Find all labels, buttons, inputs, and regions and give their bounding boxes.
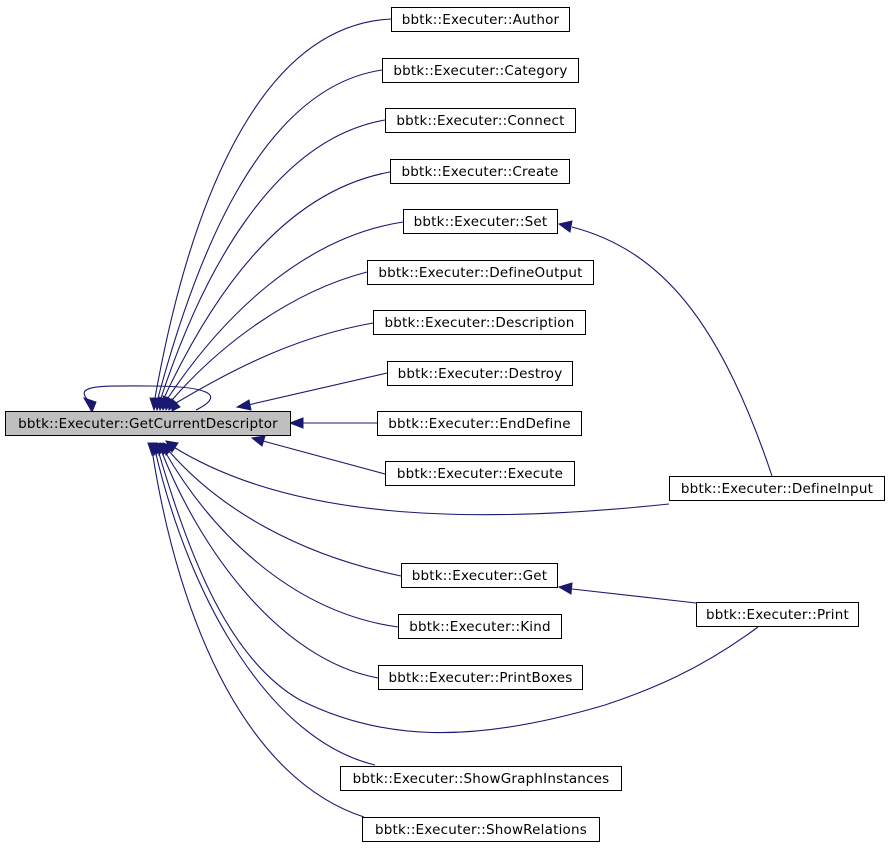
edge-execute-to-root bbox=[262, 440, 386, 475]
edge-author-to-root bbox=[154, 18, 392, 399]
edge-defineoutput-to-root bbox=[171, 271, 368, 401]
edge-create-to-root bbox=[163, 171, 391, 399]
node-print[interactable]: bbtk::Executer::Print bbox=[696, 602, 859, 627]
node-defineinput[interactable]: bbtk::Executer::DefineInput bbox=[669, 476, 885, 501]
edge-set-to-root bbox=[167, 221, 404, 399]
arrowhead-print-get bbox=[557, 582, 573, 595]
node-category[interactable]: bbtk::Executer::Category bbox=[382, 58, 579, 83]
node-getcurrentdescriptor[interactable]: bbtk::Executer::GetCurrentDescriptor bbox=[5, 411, 291, 436]
edge-printboxes-to-root bbox=[160, 449, 379, 679]
edge-print-to-root bbox=[157, 449, 759, 734]
node-showgraphinstances[interactable]: bbtk::Executer::ShowGraphInstances bbox=[340, 766, 622, 791]
node-defineoutput[interactable]: bbtk::Executer::DefineOutput bbox=[367, 260, 594, 285]
edge-showgraphinstances-to-root bbox=[154, 449, 376, 766]
edge-destroy-to-root bbox=[247, 372, 388, 406]
arrowhead-enddefine bbox=[288, 417, 304, 429]
edge-category-to-root bbox=[157, 69, 383, 399]
edge-print-to-get bbox=[571, 588, 697, 604]
arrowhead-execute bbox=[250, 435, 266, 447]
edge-root-self-loop bbox=[83, 385, 212, 411]
arrowhead-showrelations bbox=[147, 442, 158, 457]
arrowhead-self-loop bbox=[82, 397, 97, 414]
arrowhead-description bbox=[171, 397, 181, 412]
edge-connect-to-root bbox=[160, 119, 386, 399]
edge-defineinput-to-set bbox=[571, 226, 773, 477]
edge-kind-to-root bbox=[163, 449, 399, 628]
node-enddefine[interactable]: bbtk::Executer::EndDefine bbox=[377, 411, 582, 436]
node-get[interactable]: bbtk::Executer::Get bbox=[401, 563, 558, 588]
node-connect[interactable]: bbtk::Executer::Connect bbox=[385, 108, 576, 133]
node-create[interactable]: bbtk::Executer::Create bbox=[390, 159, 570, 184]
node-showrelations[interactable]: bbtk::Executer::ShowRelations bbox=[362, 817, 600, 842]
edge-showrelations-to-root bbox=[151, 449, 365, 818]
edge-get-to-root bbox=[167, 449, 402, 577]
arrowhead-destroy bbox=[235, 399, 252, 411]
node-author[interactable]: bbtk::Executer::Author bbox=[391, 7, 570, 32]
node-kind[interactable]: bbtk::Executer::Kind bbox=[398, 614, 562, 639]
arrowhead-defineinput-set bbox=[557, 220, 573, 233]
edge-description-to-root bbox=[175, 322, 374, 404]
node-printboxes[interactable]: bbtk::Executer::PrintBoxes bbox=[378, 665, 583, 690]
edge-defineinput-to-root bbox=[171, 445, 670, 516]
node-execute[interactable]: bbtk::Executer::Execute bbox=[385, 461, 575, 486]
node-destroy[interactable]: bbtk::Executer::Destroy bbox=[387, 361, 573, 386]
node-description[interactable]: bbtk::Executer::Description bbox=[373, 310, 586, 335]
node-set[interactable]: bbtk::Executer::Set bbox=[403, 209, 558, 234]
